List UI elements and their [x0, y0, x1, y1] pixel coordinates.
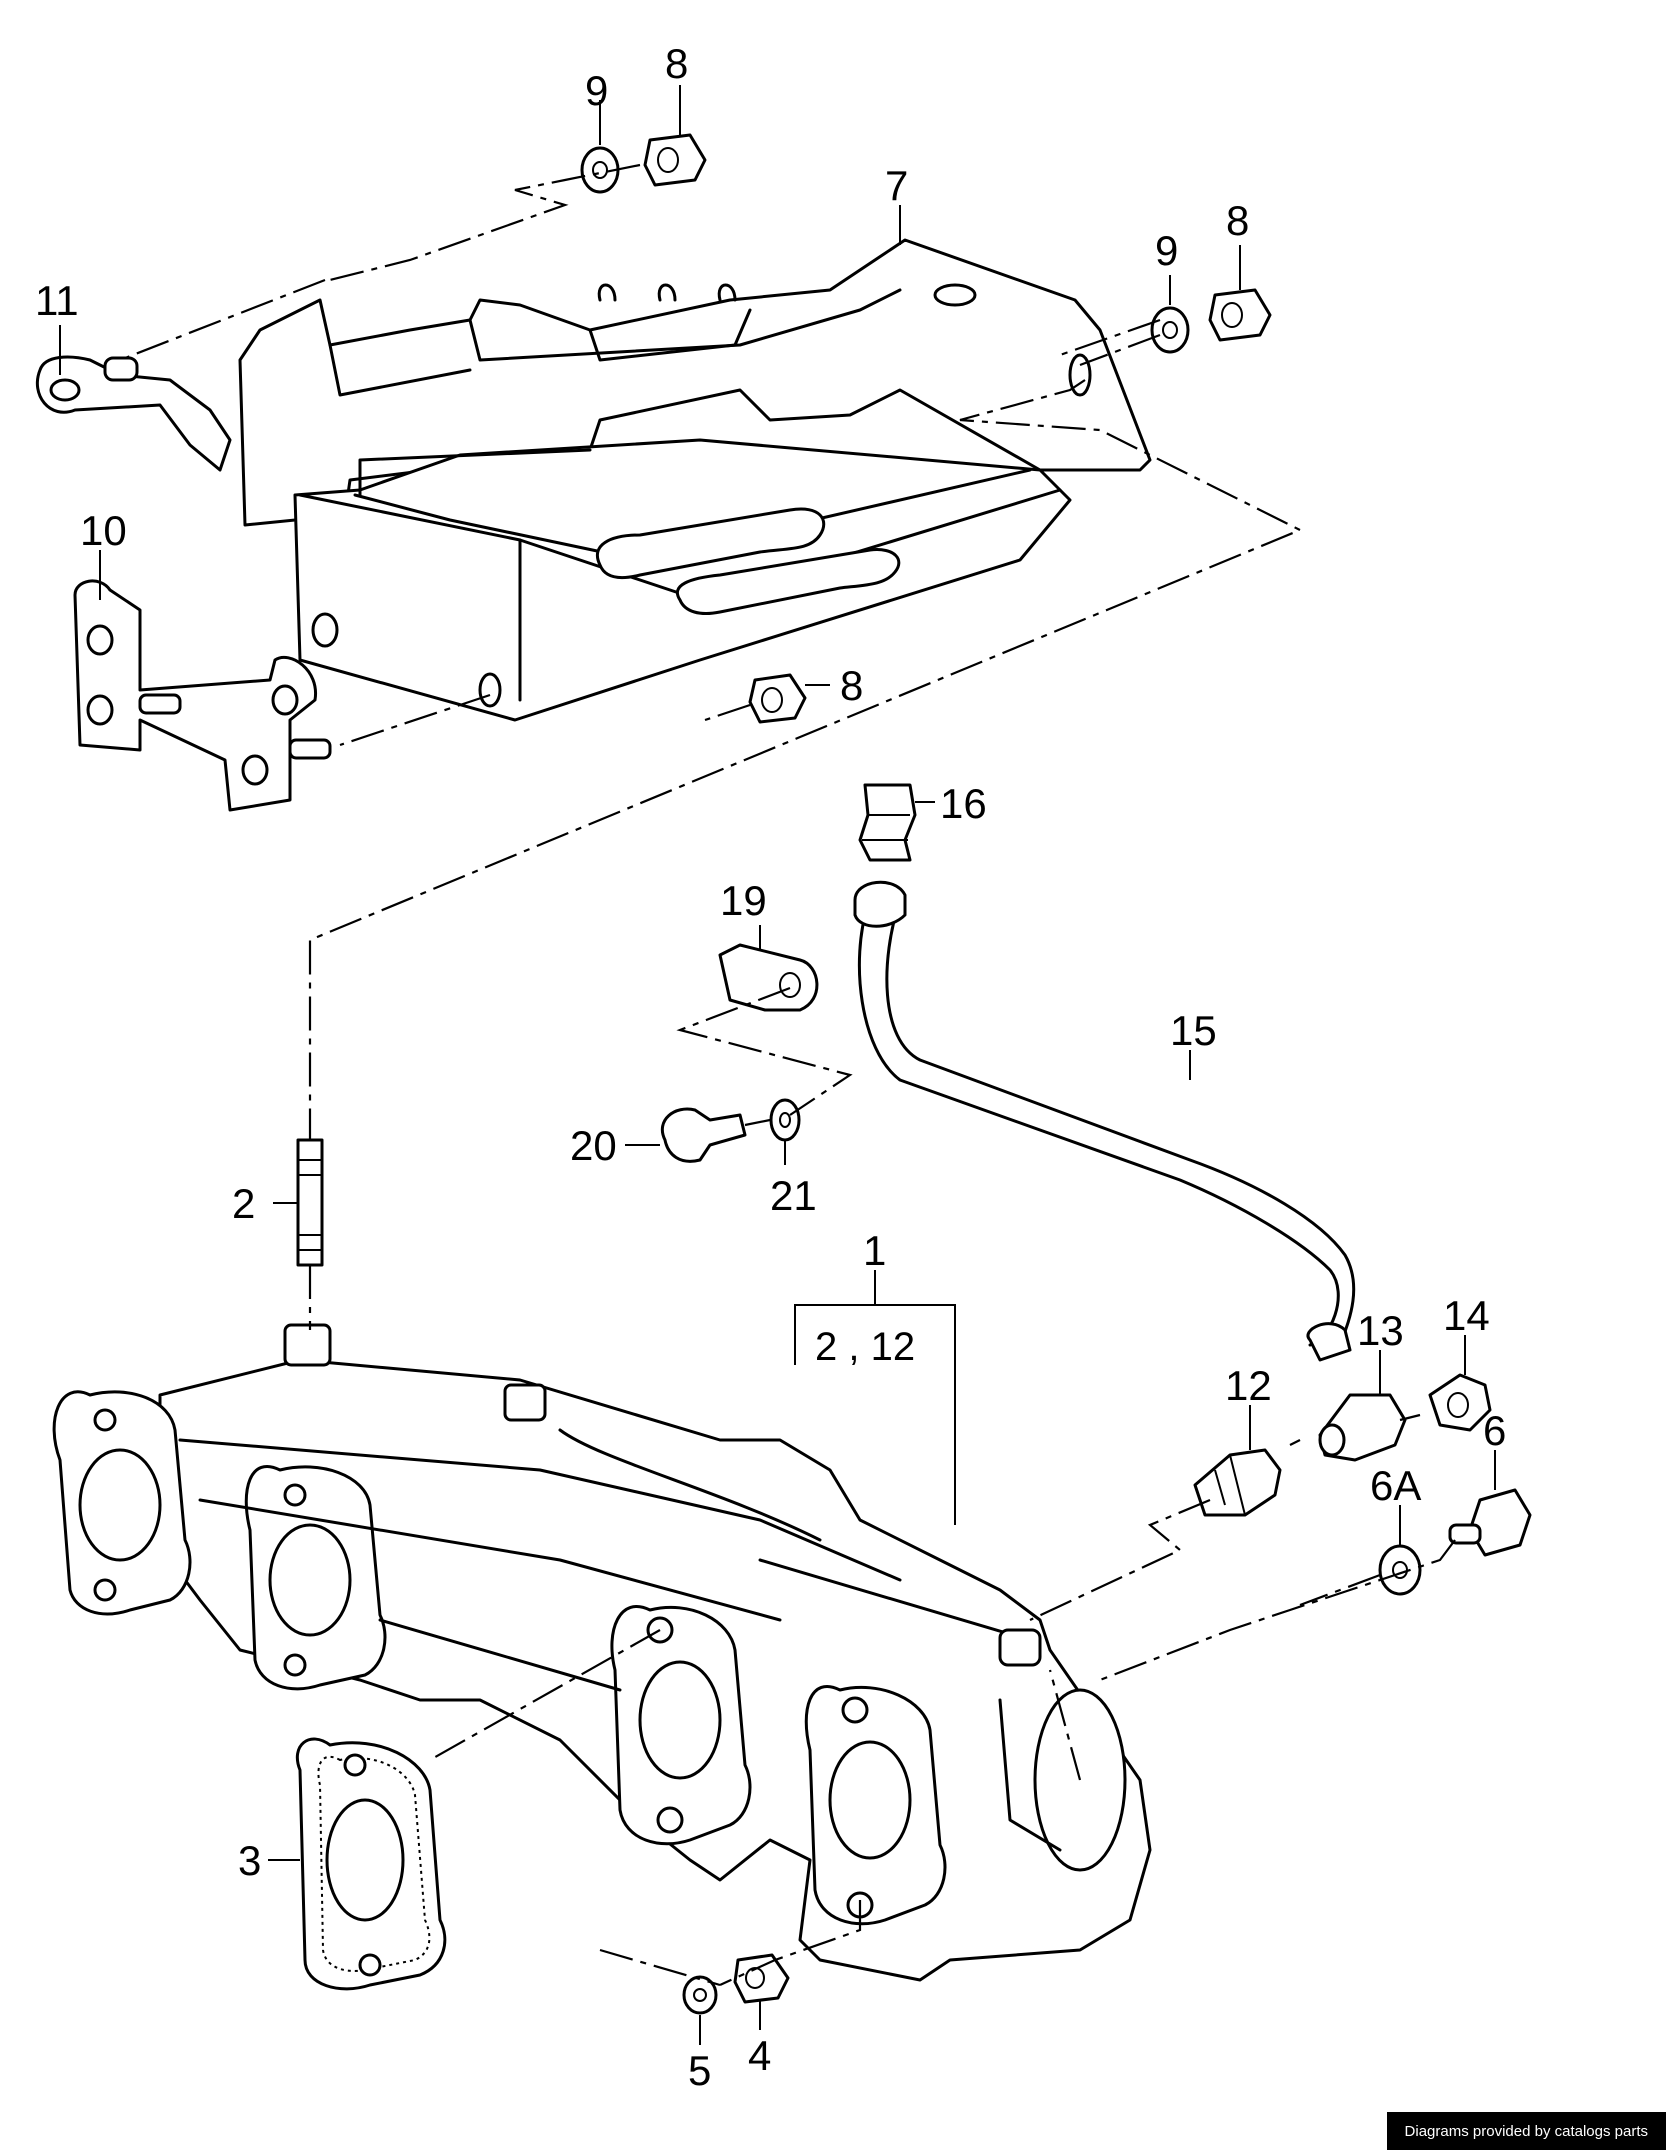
callout-1-bracket: 2 , 12 — [794, 1270, 956, 1525]
callout-2: 2 — [232, 1180, 255, 1227]
callout-7: 7 — [885, 162, 908, 209]
callout-16: 16 — [940, 780, 987, 827]
callout-4: 4 — [748, 2032, 771, 2079]
callout-8-middle: 8 — [840, 662, 863, 709]
heat-shield-part-7[interactable] — [238, 238, 1152, 722]
leader-lines — [59, 85, 1496, 2045]
gasket-part-3[interactable] — [295, 1737, 447, 1991]
callout-3: 3 — [238, 1837, 261, 1884]
catalog-credit-banner: Diagrams provided by catalogs parts — [1386, 2112, 1666, 2150]
credit-text: Diagrams provided by catalogs parts — [1404, 2122, 1648, 2140]
grommet-part-16[interactable] — [858, 783, 917, 862]
nut-part-4[interactable] — [733, 1953, 790, 2004]
callout-5: 5 — [688, 2047, 711, 2094]
washer-part-6A[interactable] — [1378, 1544, 1422, 1596]
callout-14: 14 — [1443, 1292, 1490, 1339]
callout-13: 13 — [1357, 1307, 1404, 1354]
callout-8-right: 8 — [1226, 197, 1249, 244]
exhaust-manifold-part-1[interactable] — [52, 1323, 1152, 1982]
nut-part-6[interactable] — [1448, 1488, 1532, 1557]
callout-20: 20 — [570, 1122, 617, 1169]
nut-part-8-middle[interactable] — [748, 673, 807, 724]
bracket-part-11[interactable] — [35, 355, 232, 472]
callout-6: 6 — [1483, 1407, 1506, 1454]
callout-9-top: 9 — [585, 67, 608, 114]
callout-labels: 9 8 7 9 8 11 10 8 16 19 15 20 21 2 1 12 … — [35, 40, 1506, 2094]
assembly-lines — [119, 163, 1456, 1987]
callout-11: 11 — [35, 277, 79, 324]
fitting-part-12[interactable] — [1193, 1448, 1282, 1517]
callout-19: 19 — [720, 877, 767, 924]
callout-10: 10 — [80, 507, 127, 554]
washer-part-9-right[interactable] — [1150, 306, 1190, 354]
callout-6A: 6A — [1370, 1462, 1421, 1509]
clip-part-19[interactable] — [718, 943, 819, 1012]
bracket-part-10[interactable] — [73, 579, 332, 812]
callout-15: 15 — [1170, 1007, 1217, 1054]
fitting-part-13[interactable] — [1318, 1393, 1407, 1462]
nut-part-14[interactable] — [1428, 1373, 1492, 1432]
nut-part-8-top[interactable] — [643, 133, 707, 187]
callout-12: 12 — [1225, 1362, 1272, 1409]
washer-part-5[interactable] — [682, 1975, 718, 2015]
nut-part-8-right[interactable] — [1208, 288, 1272, 342]
callout-9-right: 9 — [1155, 227, 1178, 274]
stud-part-2[interactable] — [296, 1138, 324, 1267]
washer-part-21[interactable] — [769, 1098, 801, 1142]
callout-8-top: 8 — [665, 40, 688, 87]
pipe-part-15[interactable] — [853, 880, 1356, 1362]
bolt-part-20[interactable] — [660, 1107, 747, 1163]
bracket-note-2-12: 2 , 12 — [815, 1325, 915, 1369]
callout-1: 1 — [863, 1227, 886, 1274]
callout-21: 21 — [770, 1172, 817, 1219]
